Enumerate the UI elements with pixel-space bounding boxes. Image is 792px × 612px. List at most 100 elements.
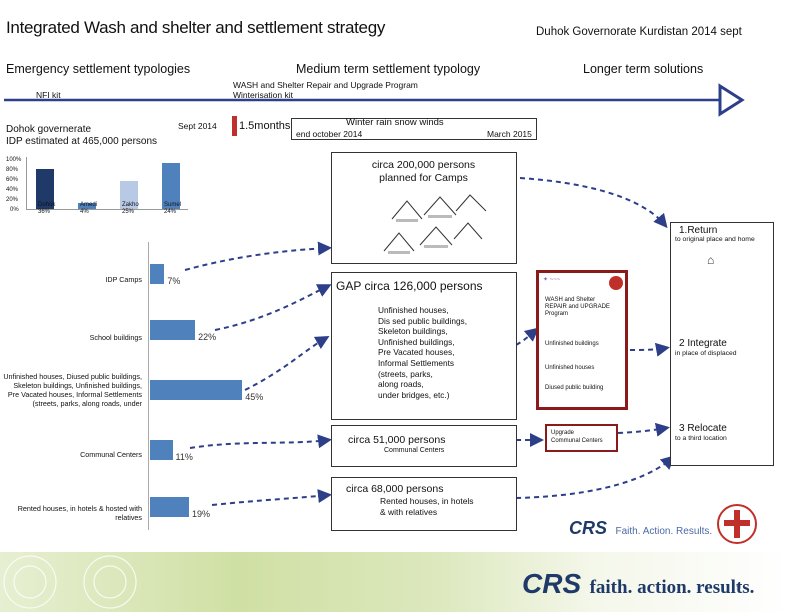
mini-district-chart: 100% 80% 60% 40% 20% 0% Dohok Amedi Zakh… — [6, 157, 188, 215]
bar-3 — [150, 440, 173, 460]
gap-list-item: along roads, — [378, 379, 424, 390]
mini-cat: Zakho — [122, 202, 139, 208]
mini-y-label: 40% — [6, 187, 19, 193]
timeline-arrow — [4, 83, 745, 117]
gap-settlement-list: Unfinished houses,Dis sed public buildin… — [378, 305, 467, 400]
rented-label-1: Rented houses, in hotels — [380, 496, 474, 506]
relocate-title: 3 Relocate — [679, 423, 727, 434]
mini-y-label: 0% — [10, 207, 19, 213]
gap-list-item: Informal Settlements — [378, 357, 455, 368]
nfi-kit-label: NFI kit — [36, 90, 61, 100]
gap-list-item: Unfinished buildings, — [378, 336, 455, 347]
bar-category-label: School buildings — [89, 333, 142, 342]
bar-value-label: 19% — [191, 509, 210, 519]
gap-list-item: (streets, parks, — [378, 368, 433, 379]
march-label: March 2015 — [487, 129, 532, 139]
camps-planned: planned for Camps — [379, 172, 468, 184]
bar-value-label: 22% — [198, 332, 217, 342]
program-header: WASH and Shelter — [545, 297, 596, 303]
footer-ornament — [3, 555, 137, 609]
winter-label: Winter rain snow winds — [346, 117, 444, 128]
return-title: 1.Return — [679, 225, 718, 236]
communal-persons: circa 51,000 persons — [348, 434, 446, 446]
communal-label: Communal Centers — [384, 447, 445, 454]
mini-y-label: 20% — [6, 197, 19, 203]
camps-persons: circa 200,000 persons — [371, 159, 476, 171]
start-marker — [232, 116, 237, 136]
mini-val: 24% — [164, 209, 177, 215]
home-sketch-icon: ⌂ — [707, 253, 715, 267]
rented-box: circa 68,000 persons Rented houses, in h… — [331, 477, 517, 531]
integrate-title: 2 Integrate — [679, 338, 727, 349]
mini-cat: Sumel — [164, 202, 182, 208]
program-header: REPAIR and UPGRADE — [545, 304, 610, 310]
phase-medium-label: Medium term settlement typology — [296, 62, 481, 76]
winterisation-label: Winterisation kit — [233, 90, 293, 100]
program-header: Program — [545, 311, 569, 317]
bar-2 — [150, 380, 243, 400]
gap-list-item: Pre Vacated houses, — [378, 347, 455, 358]
location-label: Dohok governerate — [6, 124, 92, 135]
crs-logo-small-tag: Faith. Action. Results. — [615, 526, 713, 537]
tents-icon — [383, 194, 487, 254]
mini-val: 4% — [80, 209, 89, 215]
program-item: Diused public building — [545, 385, 604, 391]
mini-y-label: 80% — [6, 167, 19, 173]
phase-longer-label: Longer term solutions — [583, 62, 704, 76]
bar-category-label: Unfinished houses, Diused public buildin… — [3, 372, 142, 408]
mini-bar-amedi — [78, 203, 96, 209]
mini-cat: Dohok — [38, 202, 56, 208]
idp-estimate-label: IDP estimated at 465,000 persons — [6, 136, 158, 147]
upgrade-sub: Communal Centers — [551, 438, 603, 444]
solutions-box: 1.Return to original place and home ⌂ 2 … — [670, 222, 774, 466]
crs-logo-small: CRS Faith. Action. Results. — [569, 518, 712, 539]
page-subtitle: Duhok Governorate Kurdistan 2014 sept — [536, 26, 742, 38]
phase-emergency-label: Emergency settlement typologies — [6, 62, 191, 76]
mini-val: 36% — [38, 209, 51, 215]
bar-value-label: 45% — [245, 392, 264, 402]
winter-period-box: Winter rain snow winds end october 2014 … — [291, 117, 537, 140]
gap-list-item: Skeleton buildings, — [378, 326, 448, 337]
upgrade-communal-box: Upgrade Communal Centers — [545, 424, 618, 452]
footer-band: 9 CRS faith. action. results. — [0, 552, 792, 612]
crs-logo-big: CRS faith. action. results. — [522, 568, 754, 600]
sept-label: Sept 2014 — [178, 121, 217, 131]
duration-label: 1.5months — [239, 120, 291, 132]
integrate-sub: in place of displaced — [675, 350, 737, 357]
upgrade-label: Upgrade — [551, 430, 575, 436]
mini-bar-zakho — [120, 181, 138, 209]
crs-logo-small-mark: CRS — [569, 518, 608, 538]
return-sub: to original place and home — [675, 236, 755, 243]
gap-box: GAP circa 126,000 persons Unfinished hou… — [331, 272, 517, 420]
mini-bar-dohok — [36, 169, 54, 209]
page-number: 9 — [736, 582, 742, 592]
program-logo: ✦ ~~~ — [543, 277, 561, 283]
program-item: Unfinished buildings — [545, 341, 599, 347]
repair-upgrade-program-box: ✦ ~~~ WASH and Shelter REPAIR and UPGRAD… — [536, 270, 628, 410]
mini-y-label: 100% — [6, 157, 22, 163]
bar-category-label: Communal Centers — [80, 450, 142, 459]
caritas-logo — [717, 504, 757, 544]
gap-list-item: Unfinished houses, — [378, 305, 449, 315]
bar-chart-axis — [148, 242, 149, 530]
camps-box: circa 200,000 persons planned for Camps — [331, 152, 517, 264]
flow-arrows — [184, 177, 675, 506]
gap-title: GAP circa 126,000 persons — [336, 279, 483, 293]
wash-program-label: WASH and Shelter Repair and Upgrade Prog… — [233, 80, 418, 90]
bar-4 — [150, 497, 189, 517]
bar-1 — [150, 320, 196, 340]
crs-logo-big-mark: CRS — [522, 568, 582, 599]
gap-list-item: Dis sed public buildings, — [378, 315, 468, 326]
communal-box: circa 51,000 persons Communal Centers — [331, 425, 517, 467]
mini-bar-sumel — [162, 163, 180, 209]
mini-val: 25% — [122, 209, 135, 215]
mini-y-label: 60% — [6, 177, 19, 183]
page-title: Integrated Wash and shelter and settleme… — [6, 18, 386, 37]
bar-0 — [150, 264, 165, 284]
bar-value-label: 7% — [167, 276, 181, 286]
crs-logo-big-tag: faith. action. results. — [589, 577, 755, 598]
caritas-logo-icon — [609, 276, 623, 290]
rented-label-2: & with relatives — [380, 507, 438, 517]
program-item: Unfinished houses — [545, 365, 595, 371]
end-october-label: end october 2014 — [296, 129, 363, 139]
